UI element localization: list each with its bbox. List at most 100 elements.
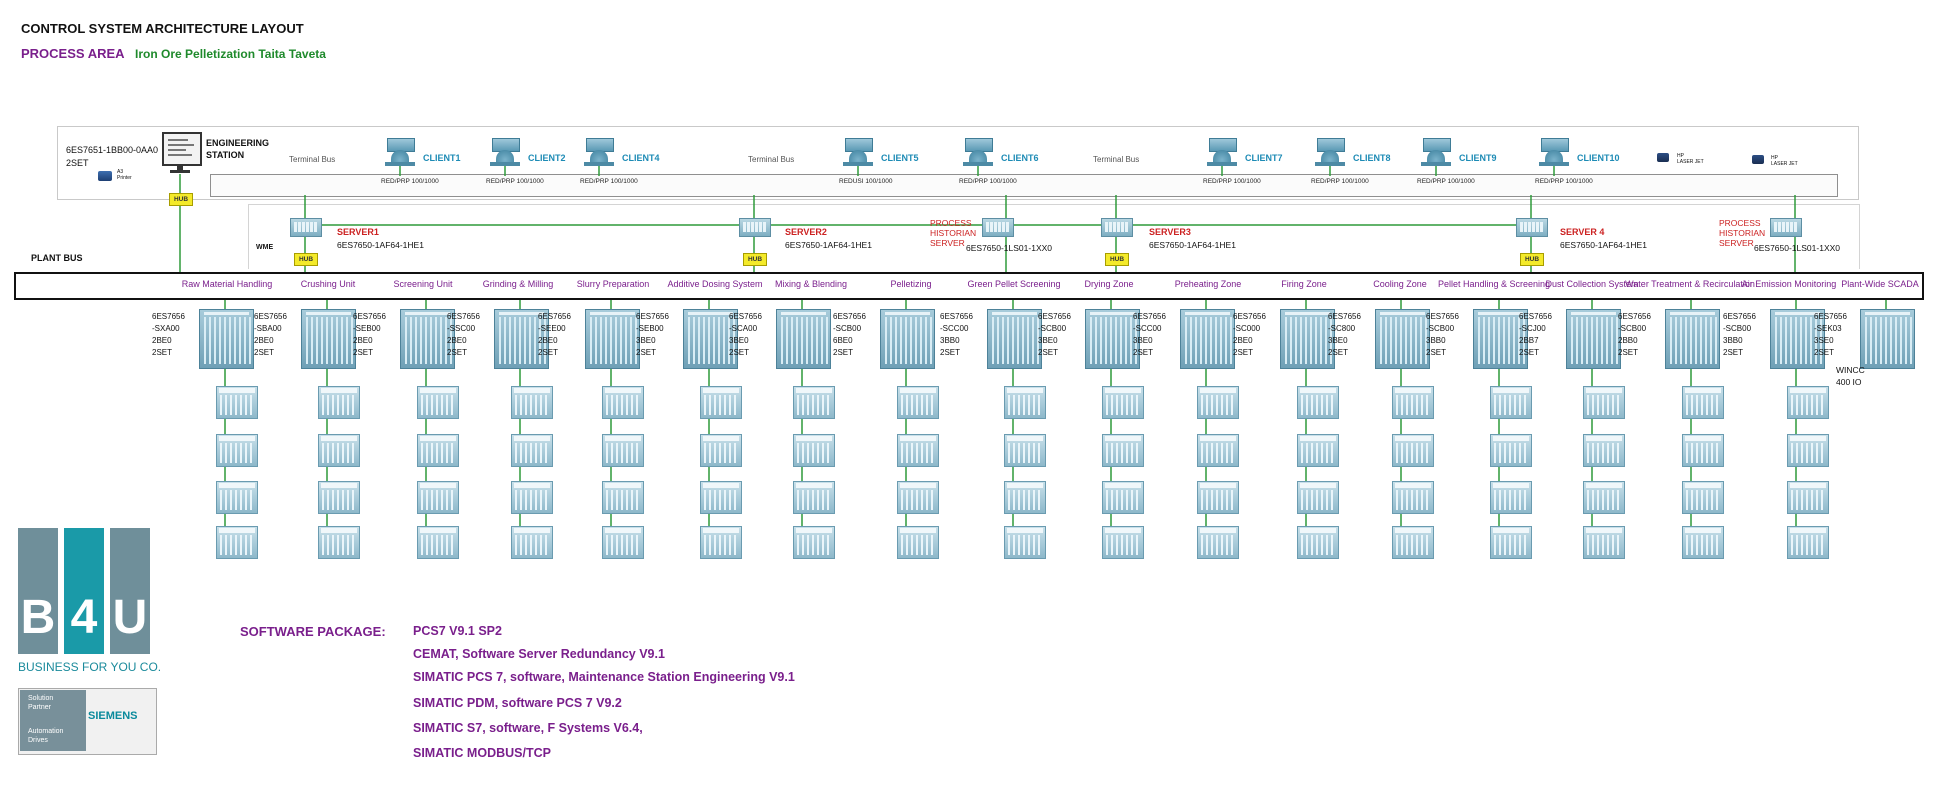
cabinet-part-label: 2BE0: [152, 336, 172, 345]
controller-cabinet-icon: [1473, 309, 1528, 369]
io-rack-icon: [1297, 386, 1339, 419]
laser-jet-label-2: LASER JET: [1677, 159, 1704, 165]
io-rack-icon: [511, 434, 553, 467]
terminal-bus-frame: [57, 126, 1859, 200]
cabinet-part-label: 3BB0: [1426, 336, 1446, 345]
process-area-label: Plant-Wide SCADA: [1841, 279, 1919, 289]
cabinet-part-label: 2SET: [636, 348, 657, 357]
io-rack-icon: [602, 481, 644, 514]
io-rack-icon: [1102, 386, 1144, 419]
io-rack-icon: [417, 526, 459, 559]
cabinet-part-label: 6ES7656: [1723, 312, 1756, 321]
process-area-label: Pellet Handling & Screening: [1437, 279, 1551, 289]
io-rack-icon: [1197, 481, 1239, 514]
cabinet-part-label: 6ES7656: [1814, 312, 1847, 321]
cabinet-part-label: 6ES7656: [1618, 312, 1651, 321]
cabinet-part-label: 3BE0: [1133, 336, 1153, 345]
a3-printer-label-2: Printer: [117, 175, 132, 181]
io-rack-icon: [1004, 481, 1046, 514]
cabinet-part-label: -SCB00: [1618, 324, 1647, 333]
wme-label: WME: [256, 244, 274, 251]
io-rack-icon: [700, 434, 742, 467]
io-rack-icon: [1197, 526, 1239, 559]
cabinet-part-label: 6ES7656: [1519, 312, 1552, 321]
io-rack-icon: [897, 526, 939, 559]
cabinet-part-label: 2SET: [1233, 348, 1254, 357]
cabinet-part-label: 6BE0: [833, 336, 853, 345]
cabinet-part-label: 2SET: [152, 348, 173, 357]
cabinet-part-label: -SC000: [1233, 324, 1261, 333]
cabinet-part-label: -SCC00: [940, 324, 969, 333]
io-rack-icon: [318, 481, 360, 514]
cabinet-part-label: 2SET: [1328, 348, 1349, 357]
io-rack-icon: [417, 434, 459, 467]
io-rack-icon: [897, 434, 939, 467]
io-rack-icon: [1490, 434, 1532, 467]
io-rack-icon: [793, 481, 835, 514]
io-rack-icon: [1682, 526, 1724, 559]
io-rack-icon: [511, 481, 553, 514]
io-rack-icon: [897, 481, 939, 514]
io-rack-icon: [1583, 386, 1625, 419]
cabinet-part-label: 2SET: [1618, 348, 1639, 357]
io-rack-icon: [1102, 526, 1144, 559]
cabinet-part-label: -SCB00: [1723, 324, 1752, 333]
process-area-label: Grinding & Milling: [482, 279, 554, 289]
process-area-label: Crushing Unit: [300, 279, 356, 289]
cabinet-part-label: 6ES7656: [636, 312, 669, 321]
server-name: SERVER 4: [1560, 227, 1605, 237]
partner-panel: Solution Partner Automation Drives: [20, 690, 86, 751]
io-rack-icon: [1490, 386, 1532, 419]
client-name: CLIENT9: [1459, 153, 1497, 163]
io-rack-icon: [318, 386, 360, 419]
partner-text-3: Automation: [28, 728, 64, 735]
process-area-label: Green Pellet Screening: [967, 279, 1061, 289]
wincc-io-label: 400 IO: [1836, 377, 1862, 387]
cabinet-part-label: 6ES7656: [1133, 312, 1166, 321]
engineering-station-icon: [162, 132, 202, 174]
wincc-label: WINCC: [1836, 365, 1865, 375]
client-name: CLIENT5: [881, 153, 919, 163]
controller-cabinet-icon: [1566, 309, 1621, 369]
process-area-label: Additive Dosing System: [667, 279, 763, 289]
client-workstation-icon: [961, 138, 995, 166]
server-name: SERVER3: [1149, 227, 1191, 237]
cabinet-part-label: 6ES7656: [940, 312, 973, 321]
process-area-label: Water Treatment & Recirculation: [1625, 279, 1755, 289]
io-rack-icon: [602, 526, 644, 559]
controller-cabinet-icon: [199, 309, 254, 369]
cabinet-part-label: 6ES7656: [1426, 312, 1459, 321]
printer-icon: [98, 171, 112, 181]
io-rack-icon: [216, 481, 258, 514]
cabinet-part-label: 2SET: [1519, 348, 1540, 357]
client-workstation-icon: [1419, 138, 1453, 166]
client-workstation-icon: [1313, 138, 1347, 166]
io-rack-icon: [1197, 434, 1239, 467]
controller-cabinet-icon: [494, 309, 549, 369]
cabinet-part-label: 2BB0: [1618, 336, 1638, 345]
plant-bus-label: PLANT BUS: [31, 253, 83, 263]
partner-text-2: Partner: [28, 704, 51, 711]
io-rack-icon: [1682, 481, 1724, 514]
controller-cabinet-icon: [1180, 309, 1235, 369]
io-rack-icon: [1297, 526, 1339, 559]
io-rack-icon: [1392, 386, 1434, 419]
cabinet-part-label: -SCB00: [833, 324, 862, 333]
server-name: SERVER1: [337, 227, 379, 237]
historian-code: 6ES7650-1LS01-1XX0: [966, 243, 1053, 253]
io-rack-icon: [417, 481, 459, 514]
hub-icon: HUB: [1105, 253, 1129, 266]
io-rack-icon: [1787, 434, 1829, 467]
cabinet-part-label: 2SET: [1426, 348, 1447, 357]
plant-bus-box: [14, 272, 1924, 300]
process-area-label: Preheating Zone: [1174, 279, 1242, 289]
cabinet-part-label: 2BE0: [1233, 336, 1253, 345]
io-rack-icon: [318, 434, 360, 467]
red-prp-label: RED/PRP 100/1000: [1203, 178, 1261, 185]
siemens-brand: SIEMENS: [88, 710, 138, 722]
cabinet-part-label: -SEE00: [538, 324, 566, 333]
cabinet-part-label: -SCC00: [1133, 324, 1162, 333]
historian-rack-icon: [1770, 218, 1802, 237]
cabinet-part-label: 2BE0: [353, 336, 373, 345]
red-prp-label: RED/PRP 100/1000: [1417, 178, 1475, 185]
